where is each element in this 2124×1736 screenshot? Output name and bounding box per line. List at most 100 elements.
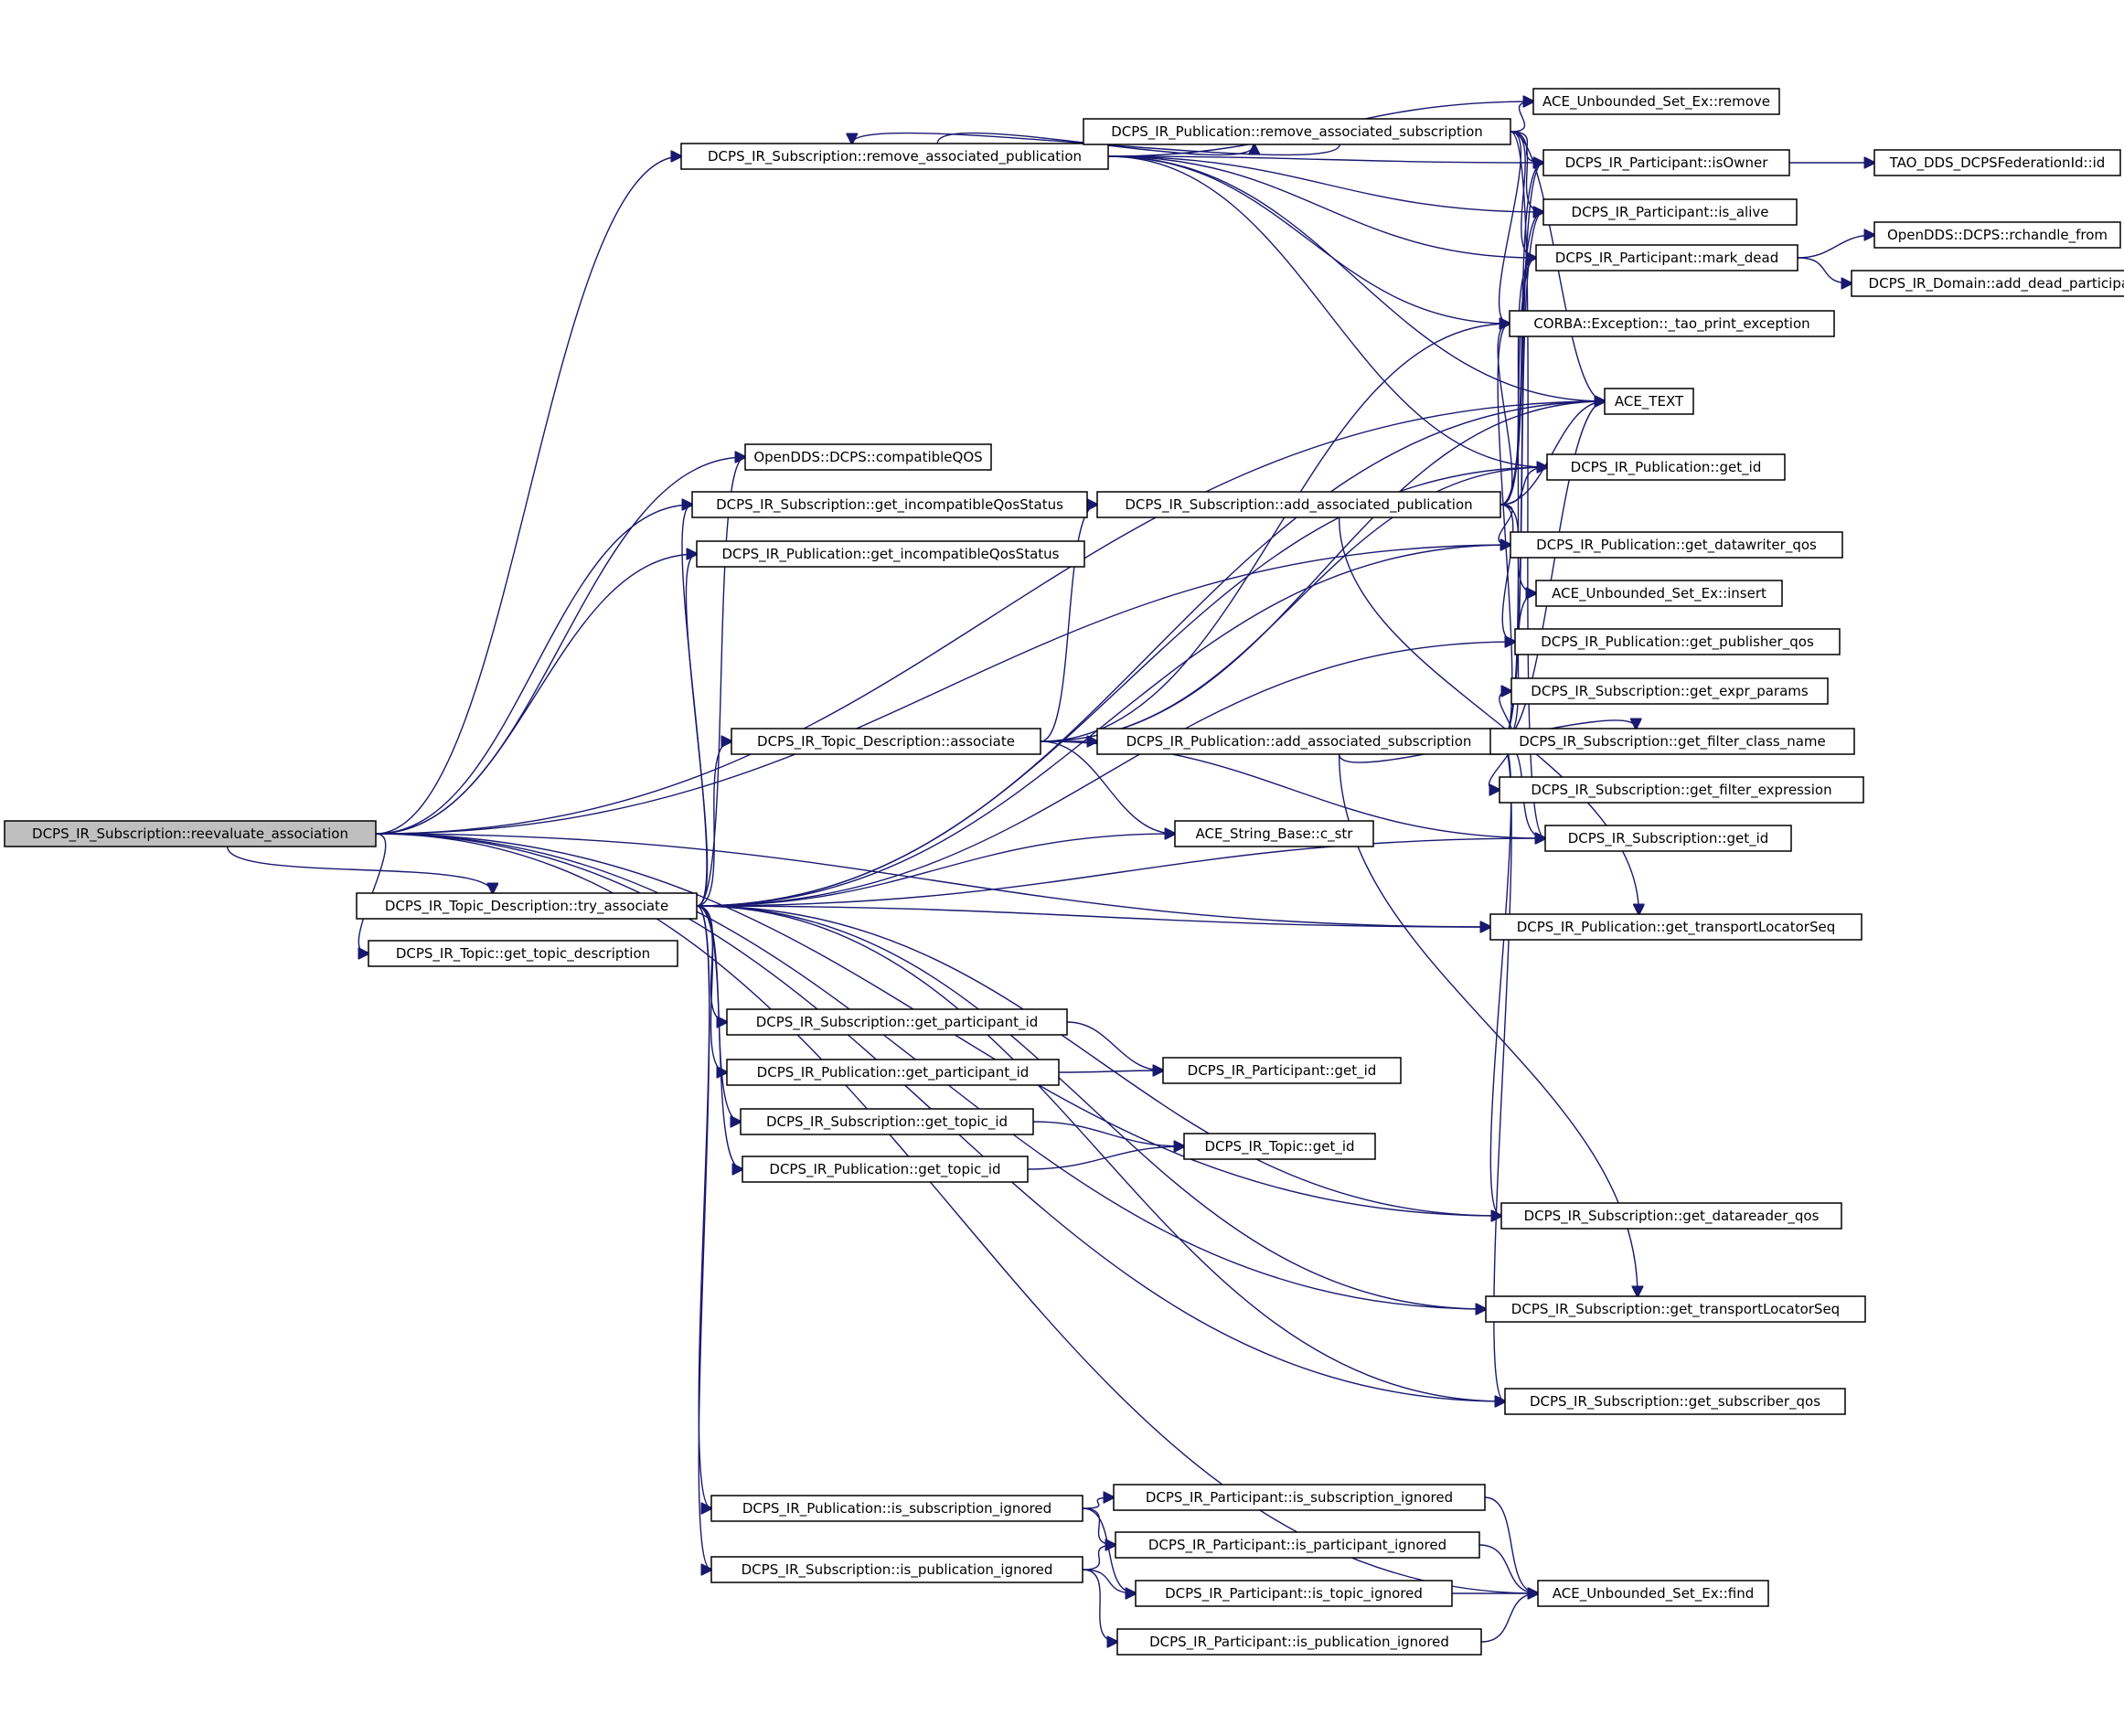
node-box[interactable] xyxy=(1489,913,1863,941)
node-pub-get-part-id[interactable]: DCPS_IR_Publication::get_participant_id xyxy=(726,1059,1060,1086)
node-pub-get-publisher-qos[interactable]: DCPS_IR_Publication::get_publisher_qos xyxy=(1514,628,1841,655)
node-unb-remove[interactable]: ACE_Unbounded_Set_Ex::remove xyxy=(1532,88,1780,115)
node-label: OpenDDS::DCPS::compatibleQOS xyxy=(753,449,982,465)
node-box[interactable] xyxy=(710,1495,1083,1522)
node-box[interactable] xyxy=(742,1156,1029,1183)
node-part-is-pub-ignored[interactable]: DCPS_IR_Participant::is_publication_igno… xyxy=(1116,1628,1482,1656)
node-ace-c-str[interactable]: ACE_String_Base::c_str xyxy=(1174,820,1374,847)
node-pub-remove-assoc-sub[interactable]: DCPS_IR_Publication::remove_associated_s… xyxy=(1083,118,1511,145)
node-box[interactable] xyxy=(696,540,1085,568)
node-part-get-id[interactable]: DCPS_IR_Participant::get_id xyxy=(1162,1057,1402,1084)
node-topic-get-desc[interactable]: DCPS_IR_Topic::get_topic_description xyxy=(368,940,678,967)
node-box[interactable] xyxy=(4,820,377,847)
node-sub-get-tls[interactable]: DCPS_IR_Subscription::get_transportLocat… xyxy=(1485,1295,1866,1323)
node-box[interactable] xyxy=(1514,628,1841,655)
node-box[interactable] xyxy=(1510,677,1829,705)
node-sub-get-incompat[interactable]: DCPS_IR_Subscription::get_incompatibleQo… xyxy=(691,491,1088,518)
node-part-mark-dead[interactable]: DCPS_IR_Participant::mark_dead xyxy=(1535,244,1798,272)
node-box[interactable] xyxy=(731,728,1041,755)
node-label: DCPS_IR_Publication::get_transportLocato… xyxy=(1517,919,1836,936)
node-box[interactable] xyxy=(710,1556,1083,1583)
node-sub-add-assoc-pub[interactable]: DCPS_IR_Subscription::add_associated_pub… xyxy=(1096,491,1501,518)
node-box[interactable] xyxy=(1532,88,1780,115)
edge-try-associate-to-pub-get-tls xyxy=(696,905,1490,927)
node-box[interactable] xyxy=(1113,1484,1486,1511)
node-box[interactable] xyxy=(1537,1580,1769,1607)
node-part-is-part-ignored[interactable]: DCPS_IR_Participant::is_participant_igno… xyxy=(1115,1531,1480,1559)
node-label: DCPS_IR_Subscription::get_filter_class_n… xyxy=(1519,733,1826,751)
node-sub-get-topic-id[interactable]: DCPS_IR_Subscription::get_topic_id xyxy=(740,1108,1034,1135)
node-pub-get-incompat[interactable]: DCPS_IR_Publication::get_incompatibleQos… xyxy=(696,540,1085,568)
node-add-dead-part[interactable]: DCPS_IR_Domain::add_dead_participant xyxy=(1851,270,2124,297)
node-reevaluate[interactable]: DCPS_IR_Subscription::reevaluate_associa… xyxy=(4,820,377,847)
node-box[interactable] xyxy=(1162,1057,1402,1084)
node-tao-fed-id[interactable]: TAO_DDS_DCPSFederationId::id xyxy=(1873,149,2121,176)
node-box[interactable] xyxy=(1183,1133,1376,1160)
node-topic-get-id[interactable]: DCPS_IR_Topic::get_id xyxy=(1183,1133,1376,1160)
node-box[interactable] xyxy=(1135,1580,1453,1607)
node-try-associate[interactable]: DCPS_IR_Topic_Description::try_associate xyxy=(356,892,698,920)
node-box[interactable] xyxy=(1116,1628,1482,1656)
node-box[interactable] xyxy=(1535,244,1798,272)
node-box[interactable] xyxy=(1489,728,1855,755)
node-box[interactable] xyxy=(1542,149,1790,176)
node-sub-is-pub-ignored[interactable]: DCPS_IR_Subscription::is_publication_ign… xyxy=(710,1556,1083,1583)
node-sub-get-id[interactable]: DCPS_IR_Subscription::get_id xyxy=(1544,825,1792,852)
node-pub-get-topic-id[interactable]: DCPS_IR_Publication::get_topic_id xyxy=(742,1156,1029,1183)
node-box[interactable] xyxy=(1604,388,1694,415)
node-box[interactable] xyxy=(1544,825,1792,852)
node-box[interactable] xyxy=(1546,453,1786,481)
node-box[interactable] xyxy=(1542,198,1798,226)
node-corba-exc[interactable]: CORBA::Exception::_tao_print_exception xyxy=(1509,310,1835,337)
edge-reevaluate-to-pub-get-tls xyxy=(375,833,1490,927)
node-box[interactable] xyxy=(1873,149,2121,176)
node-box[interactable] xyxy=(1509,310,1835,337)
node-unb-insert[interactable]: ACE_Unbounded_Set_Ex::insert xyxy=(1535,580,1783,607)
node-remove-assoc-pub[interactable]: DCPS_IR_Subscription::remove_associated_… xyxy=(680,143,1109,170)
node-part-isowner[interactable]: DCPS_IR_Participant::isOwner xyxy=(1542,149,1790,176)
node-box[interactable] xyxy=(680,143,1109,170)
node-unb-find[interactable]: ACE_Unbounded_Set_Ex::find xyxy=(1537,1580,1769,1607)
edge-pub-add-assoc-sub-to-part-is-alive xyxy=(1500,212,1543,742)
node-sub-get-filter-class[interactable]: DCPS_IR_Subscription::get_filter_class_n… xyxy=(1489,728,1855,755)
node-compatibleqos[interactable]: OpenDDS::DCPS::compatibleQOS xyxy=(744,443,992,471)
node-box[interactable] xyxy=(691,491,1088,518)
node-box[interactable] xyxy=(1851,270,2124,297)
node-label: DCPS_IR_Domain::add_dead_participant xyxy=(1869,275,2124,293)
node-sub-get-part-id[interactable]: DCPS_IR_Subscription::get_participant_id xyxy=(726,1008,1068,1036)
node-part-is-topic-ignored[interactable]: DCPS_IR_Participant::is_topic_ignored xyxy=(1135,1580,1453,1607)
node-box[interactable] xyxy=(1535,580,1783,607)
node-sub-get-subscriber-qos[interactable]: DCPS_IR_Subscription::get_subscriber_qos xyxy=(1504,1388,1846,1415)
node-box[interactable] xyxy=(1500,1202,1842,1230)
node-box[interactable] xyxy=(1083,118,1511,145)
node-box[interactable] xyxy=(1485,1295,1866,1323)
node-topic-desc-associate[interactable]: DCPS_IR_Topic_Description::associate xyxy=(731,728,1041,755)
node-part-is-sub-ignored[interactable]: DCPS_IR_Participant::is_subscription_ign… xyxy=(1113,1484,1486,1511)
node-sub-get-dr-qos[interactable]: DCPS_IR_Subscription::get_datareader_qos xyxy=(1500,1202,1842,1230)
node-box[interactable] xyxy=(1096,491,1501,518)
node-box[interactable] xyxy=(1096,728,1501,755)
node-box[interactable] xyxy=(726,1059,1060,1086)
node-box[interactable] xyxy=(744,443,992,471)
node-box[interactable] xyxy=(356,892,698,920)
node-sub-get-expr-params[interactable]: DCPS_IR_Subscription::get_expr_params xyxy=(1510,677,1829,705)
node-pub-get-tls[interactable]: DCPS_IR_Publication::get_transportLocato… xyxy=(1489,913,1863,941)
node-box[interactable] xyxy=(1499,776,1864,804)
node-pub-get-id[interactable]: DCPS_IR_Publication::get_id xyxy=(1546,453,1786,481)
node-box[interactable] xyxy=(1510,531,1843,559)
node-box[interactable] xyxy=(726,1008,1068,1036)
node-box[interactable] xyxy=(368,940,678,967)
node-ace-text[interactable]: ACE_TEXT xyxy=(1604,388,1694,415)
node-box[interactable] xyxy=(740,1108,1034,1135)
node-label: CORBA::Exception::_tao_print_exception xyxy=(1533,315,1809,333)
node-box[interactable] xyxy=(1873,221,2121,249)
node-pub-is-sub-ignored[interactable]: DCPS_IR_Publication::is_subscription_ign… xyxy=(710,1495,1083,1522)
node-rchandle-from[interactable]: OpenDDS::DCPS::rchandle_from xyxy=(1873,221,2121,249)
node-box[interactable] xyxy=(1115,1531,1480,1559)
node-part-is-alive[interactable]: DCPS_IR_Participant::is_alive xyxy=(1542,198,1798,226)
node-sub-get-filter-expr[interactable]: DCPS_IR_Subscription::get_filter_express… xyxy=(1499,776,1864,804)
node-box[interactable] xyxy=(1504,1388,1846,1415)
node-box[interactable] xyxy=(1174,820,1374,847)
node-pub-get-dw-qos[interactable]: DCPS_IR_Publication::get_datawriter_qos xyxy=(1510,531,1843,559)
node-pub-add-assoc-sub[interactable]: DCPS_IR_Publication::add_associated_subs… xyxy=(1096,728,1501,755)
